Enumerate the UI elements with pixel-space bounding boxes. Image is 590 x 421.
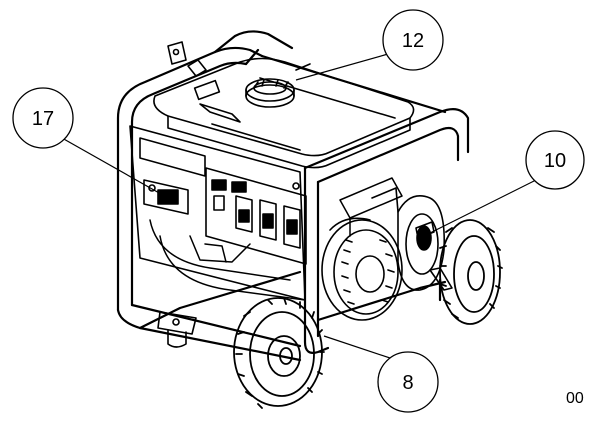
control-panel bbox=[129, 125, 307, 301]
callout-label-10: 10 bbox=[544, 150, 566, 172]
callout-8: 8 bbox=[323, 335, 439, 413]
callout-label-12: 12 bbox=[402, 30, 424, 52]
callout-17: 17 bbox=[12, 87, 169, 199]
leader-line-12 bbox=[295, 53, 389, 81]
generator-illustration bbox=[116, 30, 503, 409]
callout-label-8: 8 bbox=[402, 372, 413, 394]
fuel-cap bbox=[245, 78, 295, 108]
support-foot bbox=[157, 311, 197, 348]
figure-id: 00 bbox=[566, 390, 584, 407]
callout-10: 10 bbox=[427, 130, 585, 235]
fuel-tank bbox=[153, 57, 415, 169]
frame bbox=[116, 30, 470, 362]
callout-label-17: 17 bbox=[32, 108, 54, 130]
leader-line-8 bbox=[323, 335, 397, 361]
callout-circle-10 bbox=[525, 130, 585, 190]
callout-circle-8 bbox=[377, 351, 439, 413]
leader-line-10 bbox=[427, 177, 541, 235]
leader-line-17 bbox=[61, 137, 169, 199]
front-wheel bbox=[233, 297, 325, 409]
recoil-starter bbox=[371, 187, 453, 291]
callout-12: 12 bbox=[295, 9, 444, 81]
callout-circle-12 bbox=[382, 9, 444, 71]
engine bbox=[149, 177, 403, 301]
flywheel-cover bbox=[321, 217, 403, 321]
rear-wheel bbox=[439, 219, 503, 325]
frame-bracket bbox=[167, 41, 187, 65]
callout-circle-17 bbox=[12, 87, 74, 149]
